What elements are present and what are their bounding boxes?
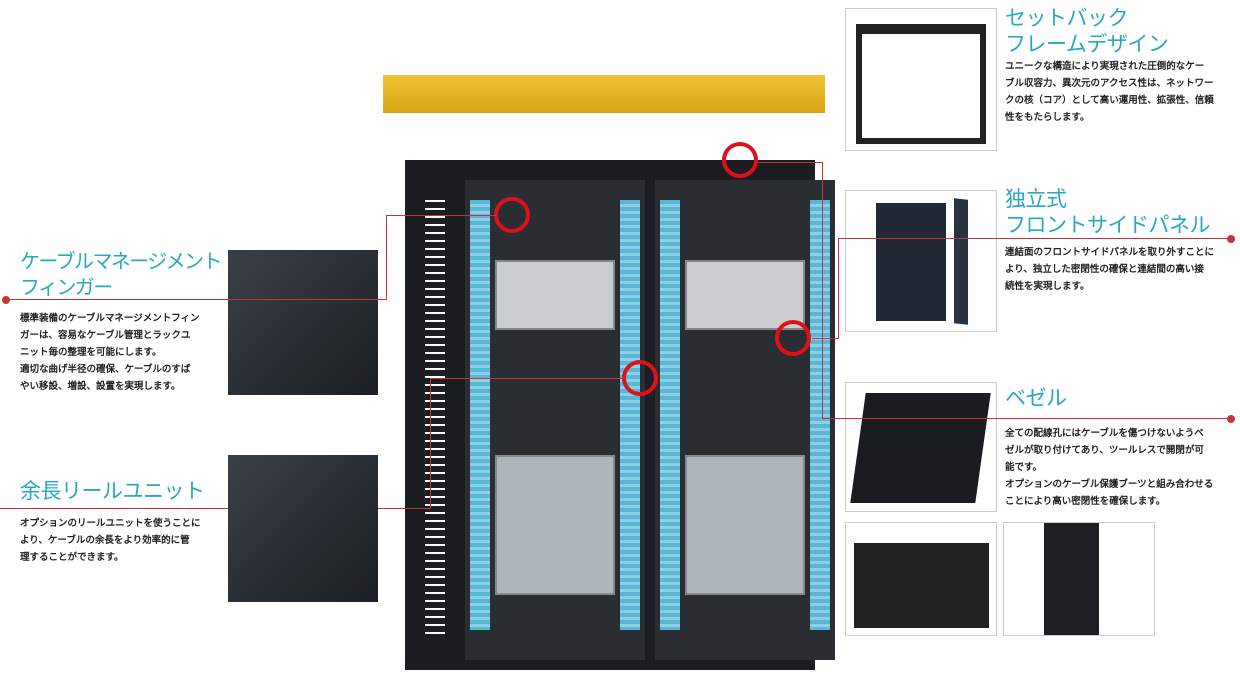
feature-body: オプションのリールユニットを使うことにより、ケーブルの余長をより効率的に管理する… xyxy=(20,518,201,563)
leader-line xyxy=(838,238,1230,239)
feature-body: 全ての配線孔にはケーブルを傷つけないようベゼルが取り付けてあり、ツールレスで開閉… xyxy=(1005,428,1214,507)
leader-line xyxy=(812,338,839,339)
leader-line xyxy=(430,378,431,509)
bezel-bottom-photo xyxy=(845,522,997,636)
leader-dot xyxy=(1227,235,1235,243)
bezel-photo xyxy=(845,382,997,512)
feature-body: 連結面のフロントサイドパネルを取り外すことにより、独立した密閉性の確保と連結間の… xyxy=(1005,247,1215,292)
cable-bundle xyxy=(470,200,490,630)
leader-line xyxy=(758,162,822,163)
leader-line xyxy=(6,299,386,300)
highlight-circle xyxy=(622,360,658,396)
highlight-circle xyxy=(775,320,811,356)
cable-bundle xyxy=(810,200,830,630)
leader-line xyxy=(0,508,430,509)
switch-unit xyxy=(495,455,615,595)
feature-title: 独立式フロントサイドパネル xyxy=(1005,187,1211,237)
leader-line xyxy=(386,215,387,300)
frame-photo xyxy=(845,8,997,151)
feature-title: セットバックフレームデザイン xyxy=(1005,6,1169,56)
feature-title: ケーブルマネージメントフィンガー xyxy=(20,249,222,299)
leader-line xyxy=(822,418,1230,419)
leader-line xyxy=(386,215,496,216)
leader-line xyxy=(822,162,823,419)
feature-title: 余長リールユニット xyxy=(20,479,205,503)
reel-detail-image xyxy=(228,455,378,602)
leader-line xyxy=(838,238,839,338)
rack-bay-left xyxy=(465,180,645,660)
rack-image xyxy=(405,160,835,670)
leader-dot xyxy=(1227,415,1235,423)
highlight-circle xyxy=(494,197,530,233)
feature-body: 標準装備のケーブルマネージメントフィンガーは、容易なケーブル管理とラックユニット… xyxy=(20,313,200,392)
leader-line xyxy=(430,378,625,379)
feature-body: ユニークな構造により実現された圧倒的なケーブル収容力、異次元のアクセス性は、ネッ… xyxy=(1005,61,1214,123)
cable-bundle xyxy=(660,200,680,630)
cable-bundle xyxy=(620,200,640,630)
side-panel-photo xyxy=(845,190,997,332)
bezel-side-photo xyxy=(1003,522,1155,636)
finger-detail-image xyxy=(228,250,378,395)
cable-tray xyxy=(383,75,825,113)
switch-unit xyxy=(685,455,805,595)
highlight-circle xyxy=(722,142,758,178)
frame-rail xyxy=(425,200,445,640)
feature-title: ベゼル xyxy=(1005,386,1067,410)
rack-bay-right xyxy=(655,180,835,660)
switch-unit xyxy=(685,260,805,330)
switch-unit xyxy=(495,260,615,330)
leader-dot xyxy=(2,296,10,304)
